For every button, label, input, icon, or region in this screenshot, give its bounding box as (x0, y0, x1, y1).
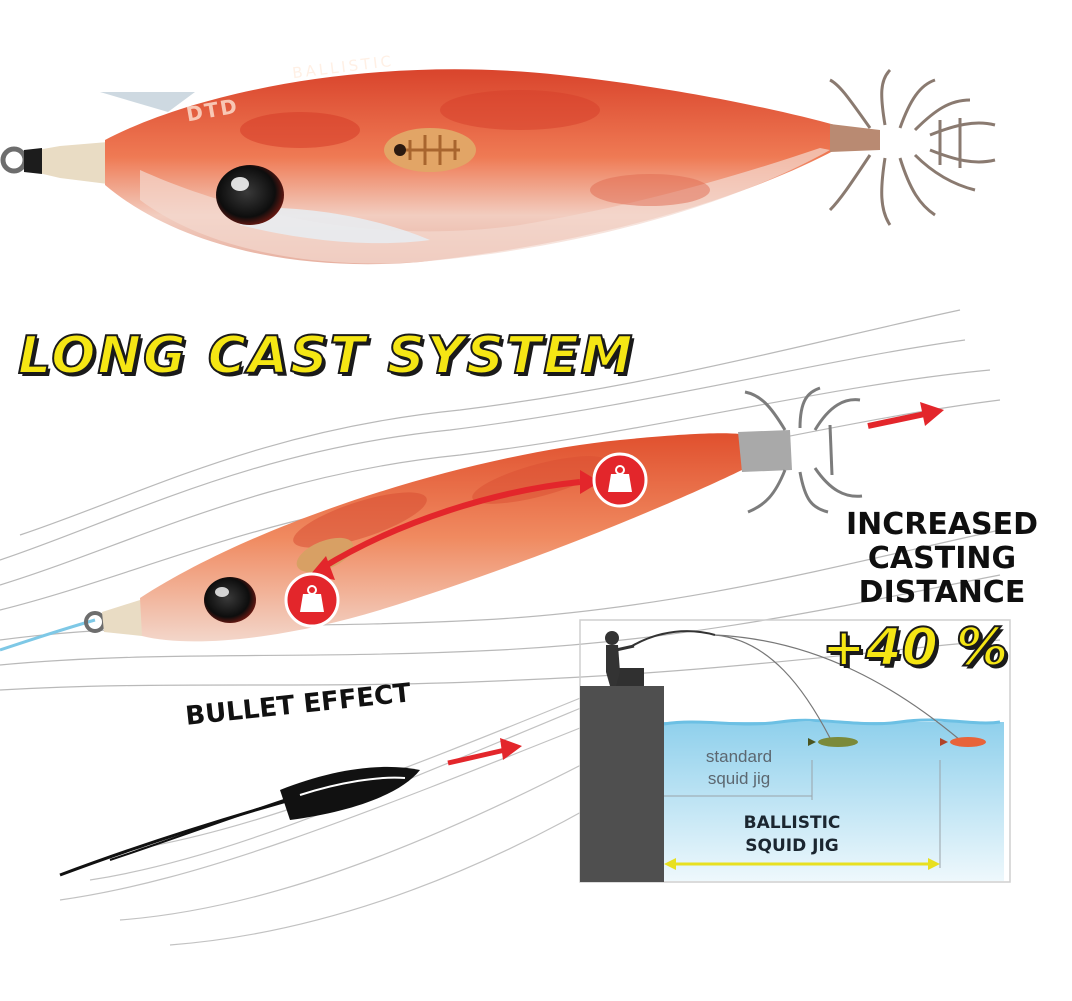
distance-guide (664, 858, 940, 870)
product-illustration (0, 68, 1011, 946)
increased-line-3: DISTANCE (858, 575, 1026, 610)
fishing-rod (631, 630, 716, 647)
weight-transfer-arrow (320, 479, 581, 571)
cast-line-ballistic (714, 634, 961, 741)
direction-arrow-icon (447, 738, 522, 766)
pier (580, 686, 664, 882)
weight-icon (284, 572, 340, 628)
distance-gain-percent: +40 % (821, 617, 1009, 679)
bullet-flow-lines (59, 689, 621, 946)
direction-arrow-icon (867, 402, 944, 429)
increased-casting-distance-label: INCREASED CASTING DISTANCE (812, 508, 1072, 610)
casting-diagram (579, 619, 1011, 883)
ballistic-jig-marker (940, 737, 986, 747)
squid-hooks (744, 386, 863, 514)
line-eye-ring (0, 146, 28, 174)
increased-line-1: INCREASED (845, 507, 1039, 542)
standard-jig-marker (808, 737, 858, 747)
weight-icon (592, 452, 648, 508)
ballistic-line-1: BALLISTIC (743, 813, 841, 833)
standard-squid-jig-label: standard squid jig (694, 746, 784, 790)
fisherman-icon (605, 631, 635, 686)
ballistic-squid-jig-label: BALLISTIC SQUID JIG (712, 812, 872, 858)
squid-hooks (828, 68, 996, 226)
water (664, 722, 1004, 881)
middle-squid-jig (0, 386, 944, 652)
ballistic-line-2: SQUID JIG (745, 836, 839, 856)
standard-line-1: standard (705, 747, 773, 766)
lure-eye (216, 165, 284, 225)
headline: LONG CAST SYSTEM (17, 325, 635, 387)
cast-line-standard (714, 634, 831, 739)
standard-line-2: squid jig (707, 769, 771, 788)
bullet-icon (59, 766, 420, 877)
increased-line-2: CASTING (867, 541, 1017, 576)
top-squid-jig (0, 68, 996, 265)
